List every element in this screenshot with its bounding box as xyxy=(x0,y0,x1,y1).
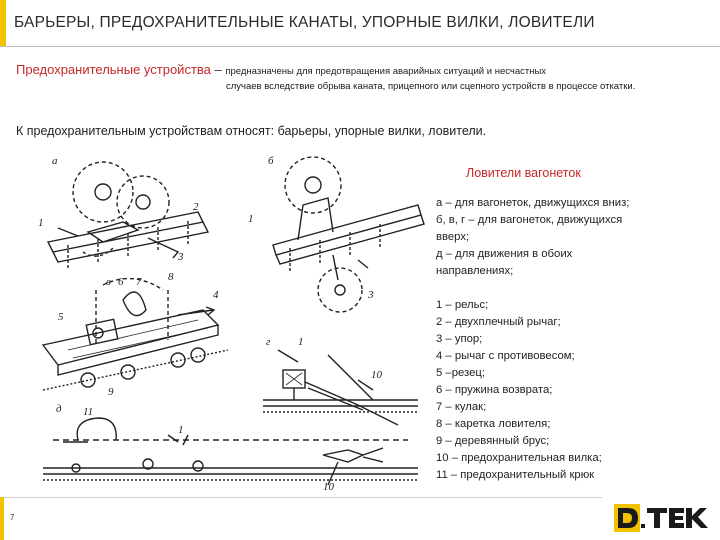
part-label: 5 xyxy=(58,311,64,323)
part-label: 4 xyxy=(213,289,219,301)
legend-group-item: б, в, г – для вагонеток, движущихся xyxy=(436,214,623,226)
part-label: 10 xyxy=(371,369,383,381)
footer-bar xyxy=(4,497,602,540)
legend-spacer xyxy=(436,280,706,297)
part-label: 3 xyxy=(367,289,374,301)
definition-text-line1: предназначены для предотвращения аварийн… xyxy=(225,66,547,77)
legend-part-item: 2 – двухплечный рычаг; xyxy=(436,316,561,328)
panel-b-drawing xyxy=(272,156,425,313)
definition-text-line2: случаев вследствие обрыва каната, прицеп… xyxy=(226,81,636,92)
header-divider xyxy=(0,46,720,47)
definition-dash: – xyxy=(210,62,226,77)
header: БАРЬЕРЫ, ПРЕДОХРАНИТЕЛЬНЫЕ КАНАТЫ, УПОРН… xyxy=(0,0,720,46)
footer-accent-bar xyxy=(0,497,4,540)
part-label: 1 xyxy=(298,336,304,348)
legend-group-item: вверх; xyxy=(436,231,470,243)
panel-g-drawing xyxy=(263,349,418,426)
part-label: 2 xyxy=(193,201,199,213)
part-label: 1 xyxy=(178,424,184,436)
panel-v-drawing xyxy=(41,277,229,391)
panel-a-drawing xyxy=(46,161,210,270)
legend-group-item: направлениях; xyxy=(436,265,514,277)
part-label: 8 xyxy=(168,271,174,283)
legend-part-item: 5 –резец; xyxy=(436,367,485,379)
figure-caption: Ловители вагонеток xyxy=(466,166,581,180)
legend-part-item: 10 – предохранительная вилка; xyxy=(436,452,602,464)
definition-term: Предохранительные устройства xyxy=(16,62,211,77)
part-label: 1 xyxy=(38,217,44,229)
legend-part-item: 7 – кулак; xyxy=(436,401,487,413)
legend-part-item: 11 – предохранительный крюк xyxy=(436,469,595,481)
page-number: 7 xyxy=(10,513,15,522)
panel-label-a: а xyxy=(52,155,58,167)
panel-label-d: д xyxy=(56,403,62,415)
legend-part-item: 9 – деревянный брус; xyxy=(436,435,550,447)
panel-d-drawing xyxy=(43,417,418,486)
intro-text: К предохранительным устройствам относят:… xyxy=(16,124,487,138)
page-title: БАРЬЕРЫ, ПРЕДОХРАНИТЕЛЬНЫЕ КАНАТЫ, УПОРН… xyxy=(14,14,595,31)
header-accent-bar xyxy=(0,0,6,46)
legend-part-item: 8 – каретка ловителя; xyxy=(436,418,551,430)
panel-label-b: б xyxy=(268,155,274,167)
part-label: 7 xyxy=(136,276,142,288)
legend-part-item: 4 – рычаг с противовесом; xyxy=(436,350,575,362)
legend-part-item: 6 – пружина возврата; xyxy=(436,384,553,396)
part-label: 9 xyxy=(108,386,114,398)
dtek-logo xyxy=(612,500,716,536)
part-label: 3 xyxy=(177,251,184,263)
catchers-drawing: а б в г д 1 2 3 4 1 3 5 6 7 8 9 1 10 11 … xyxy=(38,155,425,493)
panel-label-g: г xyxy=(266,336,271,348)
panel-label-v: в xyxy=(106,276,111,288)
part-label: 10 xyxy=(323,481,335,493)
part-label: 6 xyxy=(118,276,124,288)
legend-part-item: 1 – рельс; xyxy=(436,299,489,311)
legend-part-item: 3 – упор; xyxy=(436,333,483,345)
legend: а – для вагонеток, движущихся вниз; б, в… xyxy=(436,195,706,484)
definition-line1: Предохранительные устройства – предназна… xyxy=(16,62,546,80)
part-label: 1 xyxy=(248,213,254,225)
legend-group-item: д – для движения в обоих xyxy=(436,248,573,260)
part-label: 11 xyxy=(83,406,93,418)
legend-group-item: а – для вагонеток, движущихся вниз; xyxy=(436,197,630,209)
